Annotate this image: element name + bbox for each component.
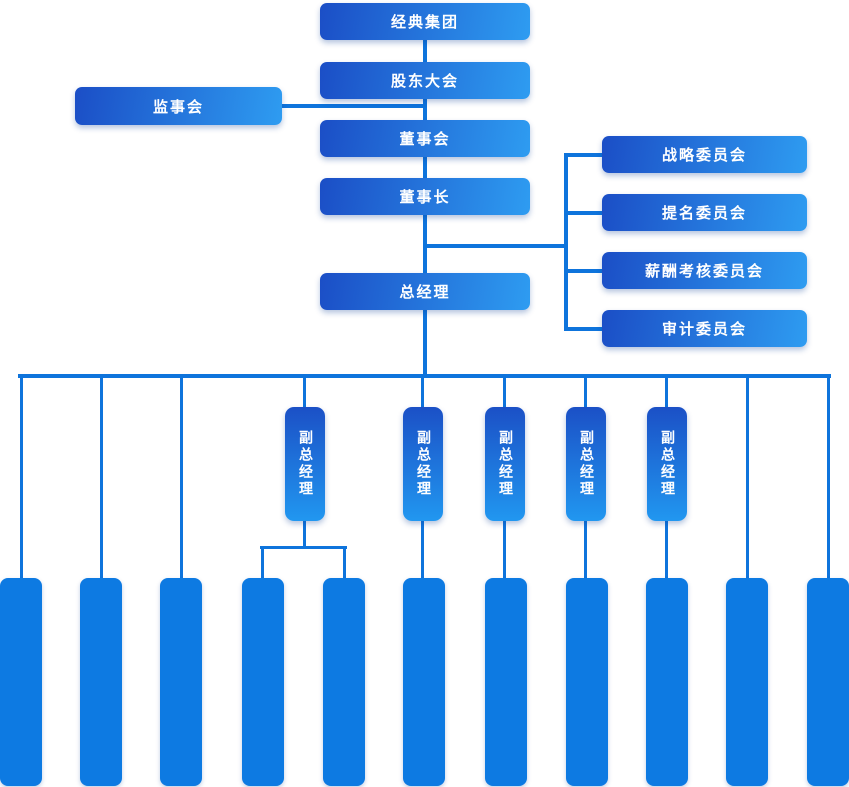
- node-deputy-gm-1: 副总经理: [285, 407, 325, 521]
- node-shareholders-meeting: 股东大会: [320, 62, 530, 99]
- node-department-11: [807, 578, 849, 786]
- connector-committee-stub-audit: [566, 327, 602, 331]
- connector-drop-deputy-3: [503, 378, 506, 407]
- node-chairman: 董事长: [320, 178, 530, 215]
- node-committee-nomination: 提名委员会: [602, 194, 807, 231]
- node-board-of-directors: 董事会: [320, 120, 530, 157]
- connector-deputy2-down: [421, 521, 424, 578]
- node-department-1: [0, 578, 42, 786]
- connector-drop-deputy-4: [584, 378, 587, 407]
- node-department-5: [323, 578, 365, 786]
- node-supervisory-board-label: 监事会: [152, 97, 204, 116]
- connector-gm-trunk: [423, 310, 427, 374]
- node-department-3: [160, 578, 202, 786]
- node-department-4: [242, 578, 284, 786]
- node-deputy-gm-1-label: 副总经理: [297, 430, 313, 498]
- connector-supervisory-branch: [280, 104, 426, 108]
- connector-drop-deputy-5: [665, 378, 668, 407]
- node-deputy-gm-5: 副总经理: [647, 407, 687, 521]
- connector-deputy1-split-bar: [260, 546, 347, 549]
- connector-drop-dept-10: [746, 378, 749, 578]
- connector-deputy1-split-right: [343, 548, 346, 578]
- connector-drop-dept-11: [827, 378, 830, 578]
- node-shareholders-meeting-label: 股东大会: [390, 72, 459, 90]
- node-root: 经典集团: [320, 3, 530, 40]
- node-deputy-gm-2: 副总经理: [403, 407, 443, 521]
- node-root-label: 经典集团: [390, 13, 459, 31]
- node-deputy-gm-3: 副总经理: [485, 407, 525, 521]
- node-committee-compensation-label: 薪酬考核委员会: [644, 262, 764, 280]
- connector-committee-spine: [564, 153, 568, 331]
- node-department-9: [646, 578, 688, 786]
- node-committee-audit-label: 审计委员会: [661, 320, 747, 338]
- connector-chairman-gm: [423, 215, 427, 273]
- connector-drop-dept-1: [20, 378, 23, 578]
- node-deputy-gm-5-label: 副总经理: [659, 430, 675, 498]
- node-general-manager-label: 总经理: [399, 283, 451, 301]
- node-department-2: [80, 578, 122, 786]
- node-committee-compensation: 薪酬考核委员会: [602, 252, 807, 289]
- node-deputy-gm-4: 副总经理: [566, 407, 606, 521]
- node-department-6: [403, 578, 445, 786]
- connector-root-shareholders: [423, 40, 427, 62]
- node-department-10: [726, 578, 768, 786]
- connector-drop-dept-3: [180, 378, 183, 578]
- node-committee-strategy-label: 战略委员会: [661, 146, 747, 164]
- node-general-manager: 总经理: [320, 273, 530, 310]
- node-deputy-gm-2-label: 副总经理: [415, 430, 431, 498]
- node-committee-nomination-label: 提名委员会: [661, 204, 747, 222]
- connector-drop-deputy-1: [303, 378, 306, 407]
- node-deputy-gm-4-label: 副总经理: [578, 430, 594, 498]
- node-committee-strategy: 战略委员会: [602, 136, 807, 173]
- node-department-8: [566, 578, 608, 786]
- node-supervisory-board: 监事会: [75, 87, 282, 125]
- connector-drop-dept-2: [100, 378, 103, 578]
- connector-drop-deputy-2: [421, 378, 424, 407]
- connector-deputy1-down: [303, 521, 306, 548]
- connector-deputy3-down: [503, 521, 506, 578]
- node-board-of-directors-label: 董事会: [399, 130, 451, 148]
- connector-board-chairman: [423, 157, 427, 178]
- connector-deputy4-down: [584, 521, 587, 578]
- connector-committee-stub-nomination: [566, 211, 602, 215]
- connector-main-trunk: [18, 374, 831, 378]
- connector-committee-branch: [426, 244, 566, 248]
- connector-committee-stub-strategy: [566, 153, 602, 157]
- connector-shareholders-board: [423, 99, 427, 120]
- connector-deputy5-down: [665, 521, 668, 578]
- connector-committee-stub-compensation: [566, 269, 602, 273]
- connector-deputy1-split-left: [261, 548, 264, 578]
- node-committee-audit: 审计委员会: [602, 310, 807, 347]
- node-deputy-gm-3-label: 副总经理: [497, 430, 513, 498]
- node-department-7: [485, 578, 527, 786]
- node-chairman-label: 董事长: [399, 188, 451, 206]
